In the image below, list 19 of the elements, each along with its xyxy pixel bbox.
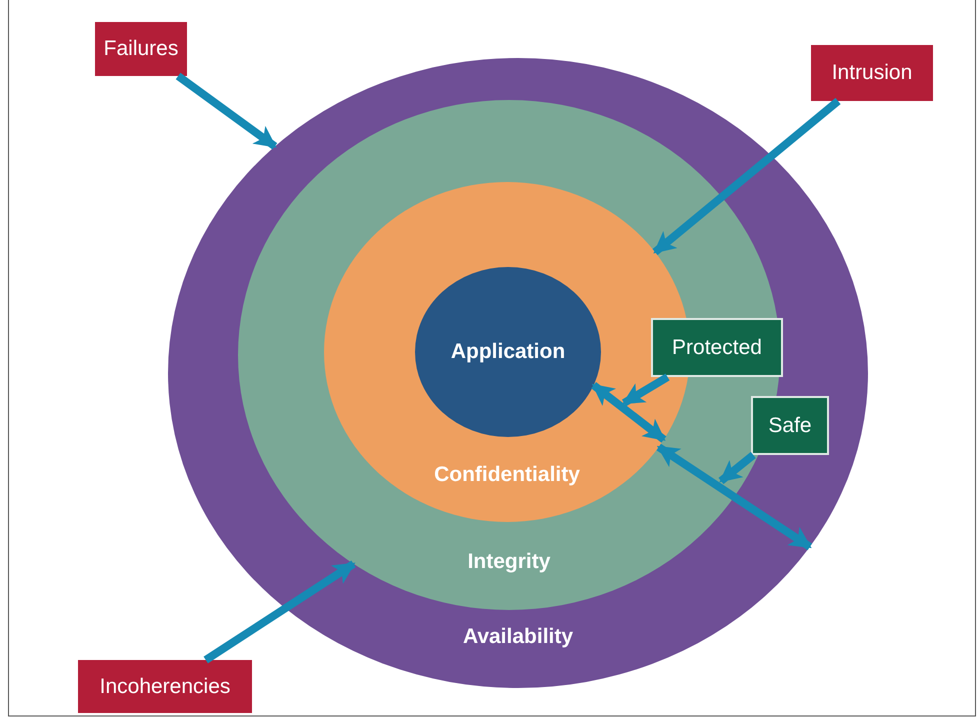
label-box: [95, 22, 187, 76]
label-box: [811, 45, 933, 101]
label-box: [78, 660, 252, 713]
arrow: [718, 452, 756, 484]
node-label: Integrity: [466, 550, 552, 574]
arrow: [204, 560, 356, 664]
node-label: Availability: [462, 625, 574, 649]
arrow: [622, 374, 670, 406]
node-label: Incoherencies: [100, 674, 230, 698]
node-label: Confidentiality: [433, 463, 581, 487]
arrow: [176, 72, 278, 150]
node-label: Failures: [104, 37, 178, 61]
node-label: Safe: [768, 414, 812, 438]
node-label: Intrusion: [832, 61, 912, 85]
node-label: Application: [450, 340, 566, 364]
arrow: [656, 444, 812, 550]
node-label: Protected: [672, 336, 762, 360]
arrow: [652, 98, 841, 256]
arrow: [591, 382, 666, 443]
